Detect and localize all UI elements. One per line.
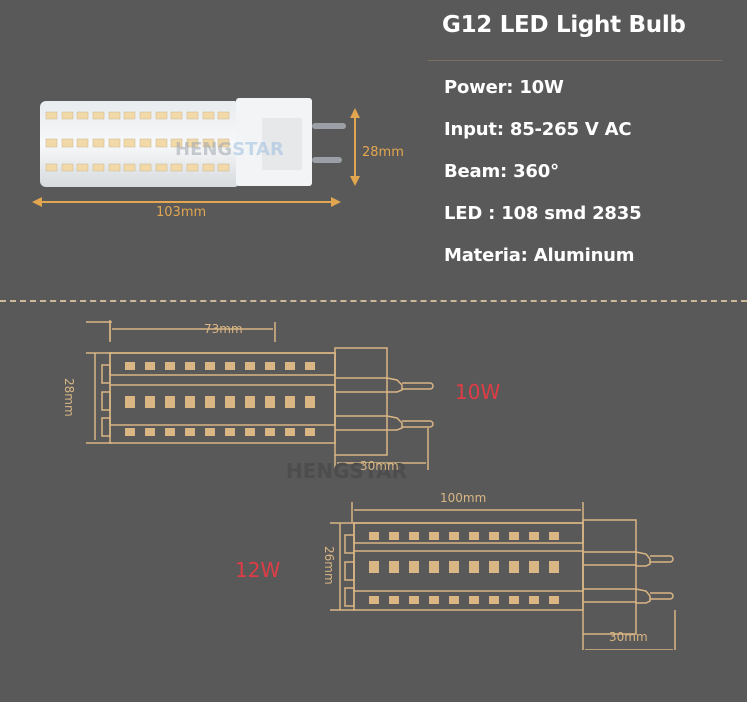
- photo-height-label: 28mm: [362, 145, 404, 160]
- spec-led: LED : 108 smd 2835: [444, 203, 642, 224]
- bulb-photo: HENGSTAR: [32, 98, 360, 207]
- drawing-12w: [330, 502, 676, 650]
- section-divider: [0, 300, 747, 302]
- watermark: HENGSTAR: [286, 459, 407, 483]
- drawing-12w-base-length: 30mm: [609, 630, 648, 644]
- drawing-10w-diameter: 28mm: [62, 378, 76, 417]
- product-title: G12 LED Light Bulb: [442, 12, 686, 38]
- spec-beam: Beam: 360°: [444, 161, 559, 182]
- wattage-10w-label: 10W: [455, 380, 501, 404]
- drawing-10w: [86, 320, 434, 470]
- drawing-12w-length: 100mm: [440, 491, 487, 505]
- spec-material: Materia: Aluminum: [444, 245, 635, 266]
- title-divider: [428, 60, 722, 61]
- spec-power: Power: 10W: [444, 77, 564, 98]
- photo-length-label: 103mm: [156, 205, 207, 220]
- drawing-10w-length: 73mm: [204, 322, 243, 336]
- svg-text:HENGSTAR: HENGSTAR: [175, 139, 284, 160]
- drawing-12w-diameter: 26mm: [322, 546, 336, 585]
- spec-input: Input: 85-265 V AC: [444, 119, 632, 140]
- wattage-12w-label: 12W: [235, 558, 281, 582]
- drawing-10w-base-length: 30mm: [360, 459, 399, 473]
